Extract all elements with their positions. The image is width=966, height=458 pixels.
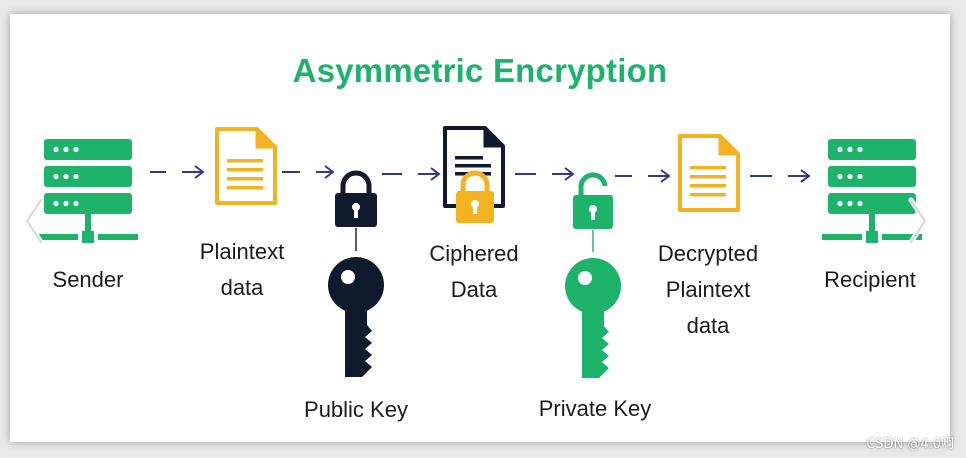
decrypted-label: Decrypted Plaintext data [648,236,768,344]
public-key-icon [328,257,384,377]
arrow-openlock-to-decrypted [615,169,671,183]
arrow-decrypted-to-recipient [750,169,811,183]
arrow-ciphered-to-openlock [515,167,575,181]
plaintext-label: Plaintext data [182,234,302,306]
decrypted-label-line-1: Decrypted [657,241,759,266]
decrypted-document-icon [678,134,740,212]
diagram-title: Asymmetric Encryption [292,52,668,89]
public-key-label: Public Key [304,397,408,422]
ciphered-padlock-icon [456,170,494,223]
chevron-left-icon [24,197,44,245]
arrow-lock-to-ciphered [382,167,441,181]
private-padlock-icon [573,172,613,229]
private-key-label: Private Key [538,396,652,421]
arrow-plaintext-to-lock [282,165,335,179]
previous-slide-button[interactable] [20,190,48,252]
diagram-card: Asymmetric Encryption [10,14,950,442]
recipient-label: Recipient [824,267,916,292]
plaintext-label-line-1: Plaintext [199,239,285,264]
diagram-canvas [38,126,922,378]
decrypted-label-line-2: Plaintext [665,277,751,302]
chevron-right-icon [908,197,928,245]
watermark-text: CSDN @4.0啊 [866,437,954,452]
next-slide-button[interactable] [904,190,932,252]
sender-label: Sender [52,267,124,292]
private-key-icon [565,258,621,378]
ciphered-label-line-1: Ciphered [429,241,519,266]
decrypted-label-line-3: data [686,313,730,338]
sender-server-icon [38,139,138,243]
ciphered-label-line-2: Data [450,277,498,302]
flow-arrows [150,165,811,183]
arrow-sender-to-plaintext [150,165,205,179]
plaintext-label-line-2: data [220,275,264,300]
ciphered-label: Ciphered Data [414,236,534,308]
public-padlock-icon [335,170,377,227]
plaintext-document-icon [215,127,277,205]
